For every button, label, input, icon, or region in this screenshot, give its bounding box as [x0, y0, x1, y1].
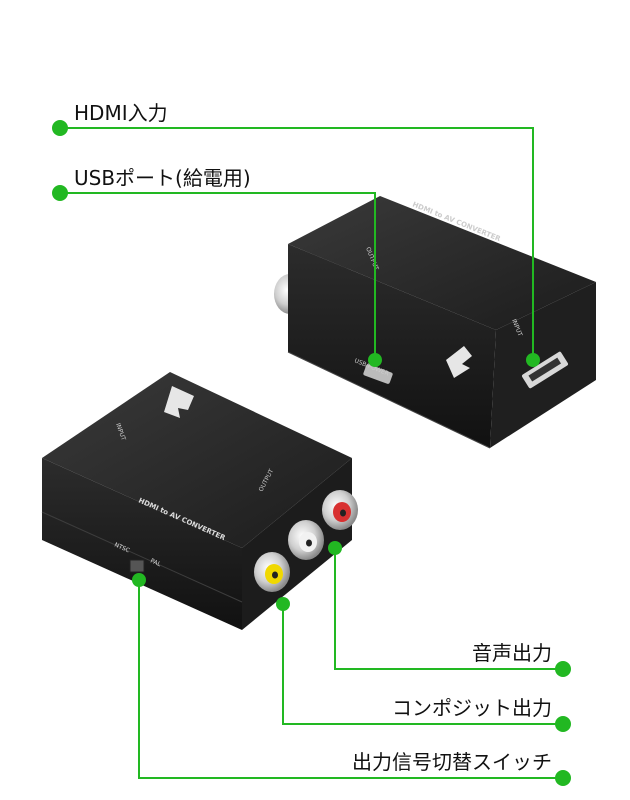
- callout-dot-hdmi-end: [526, 353, 540, 367]
- callout-dot-audio-end: [555, 661, 571, 677]
- converter-front-view: NTSC PAL HDMI to AV CONVERTER INPUT OUTP…: [41, 372, 358, 630]
- ntsc-pal-switch[interactable]: [129, 559, 145, 573]
- rca-yellow-jack: [254, 552, 290, 592]
- callout-dot-usb-start: [52, 185, 68, 201]
- rca-white-jack: [288, 520, 324, 560]
- brand-logo-front: [164, 386, 194, 418]
- callout-line-usb: [60, 192, 376, 360]
- callout-label-usb-port: USBポート(給電用): [74, 166, 251, 190]
- callout-dot-switch-start: [132, 573, 146, 587]
- callout-dot-composite-end: [555, 716, 571, 732]
- callout-line-composite: [282, 604, 563, 725]
- callout-dots: [52, 120, 571, 786]
- callout-label-signal-switch: 出力信号切替スイッチ: [352, 750, 552, 774]
- callout-dot-hdmi-start: [52, 120, 68, 136]
- usb-port: [363, 364, 393, 384]
- callout-label-composite-output: コンポジット出力: [392, 696, 552, 720]
- switch-pal-label: PAL: [149, 557, 162, 568]
- callout-dot-audio-start: [328, 541, 342, 555]
- converter-back-view: HDMI to AV CONVERTER OUTPUT USB/POWER IN…: [274, 196, 596, 449]
- callout-line-hdmi: [60, 127, 534, 360]
- callout-label-audio-output: 音声出力: [472, 641, 552, 665]
- brand-logo-back: [446, 346, 472, 378]
- callout-lines: [60, 127, 563, 779]
- callout-line-switch: [138, 580, 563, 779]
- callout-dot-composite-start: [276, 597, 290, 611]
- callout-dot-usb-end: [368, 353, 382, 367]
- callout-label-hdmi-input: HDMI入力: [74, 101, 168, 125]
- callout-line-audio: [334, 548, 563, 670]
- callout-dot-switch-end: [555, 770, 571, 786]
- hdmi-port: [522, 351, 568, 389]
- rca-red-jack: [322, 490, 358, 530]
